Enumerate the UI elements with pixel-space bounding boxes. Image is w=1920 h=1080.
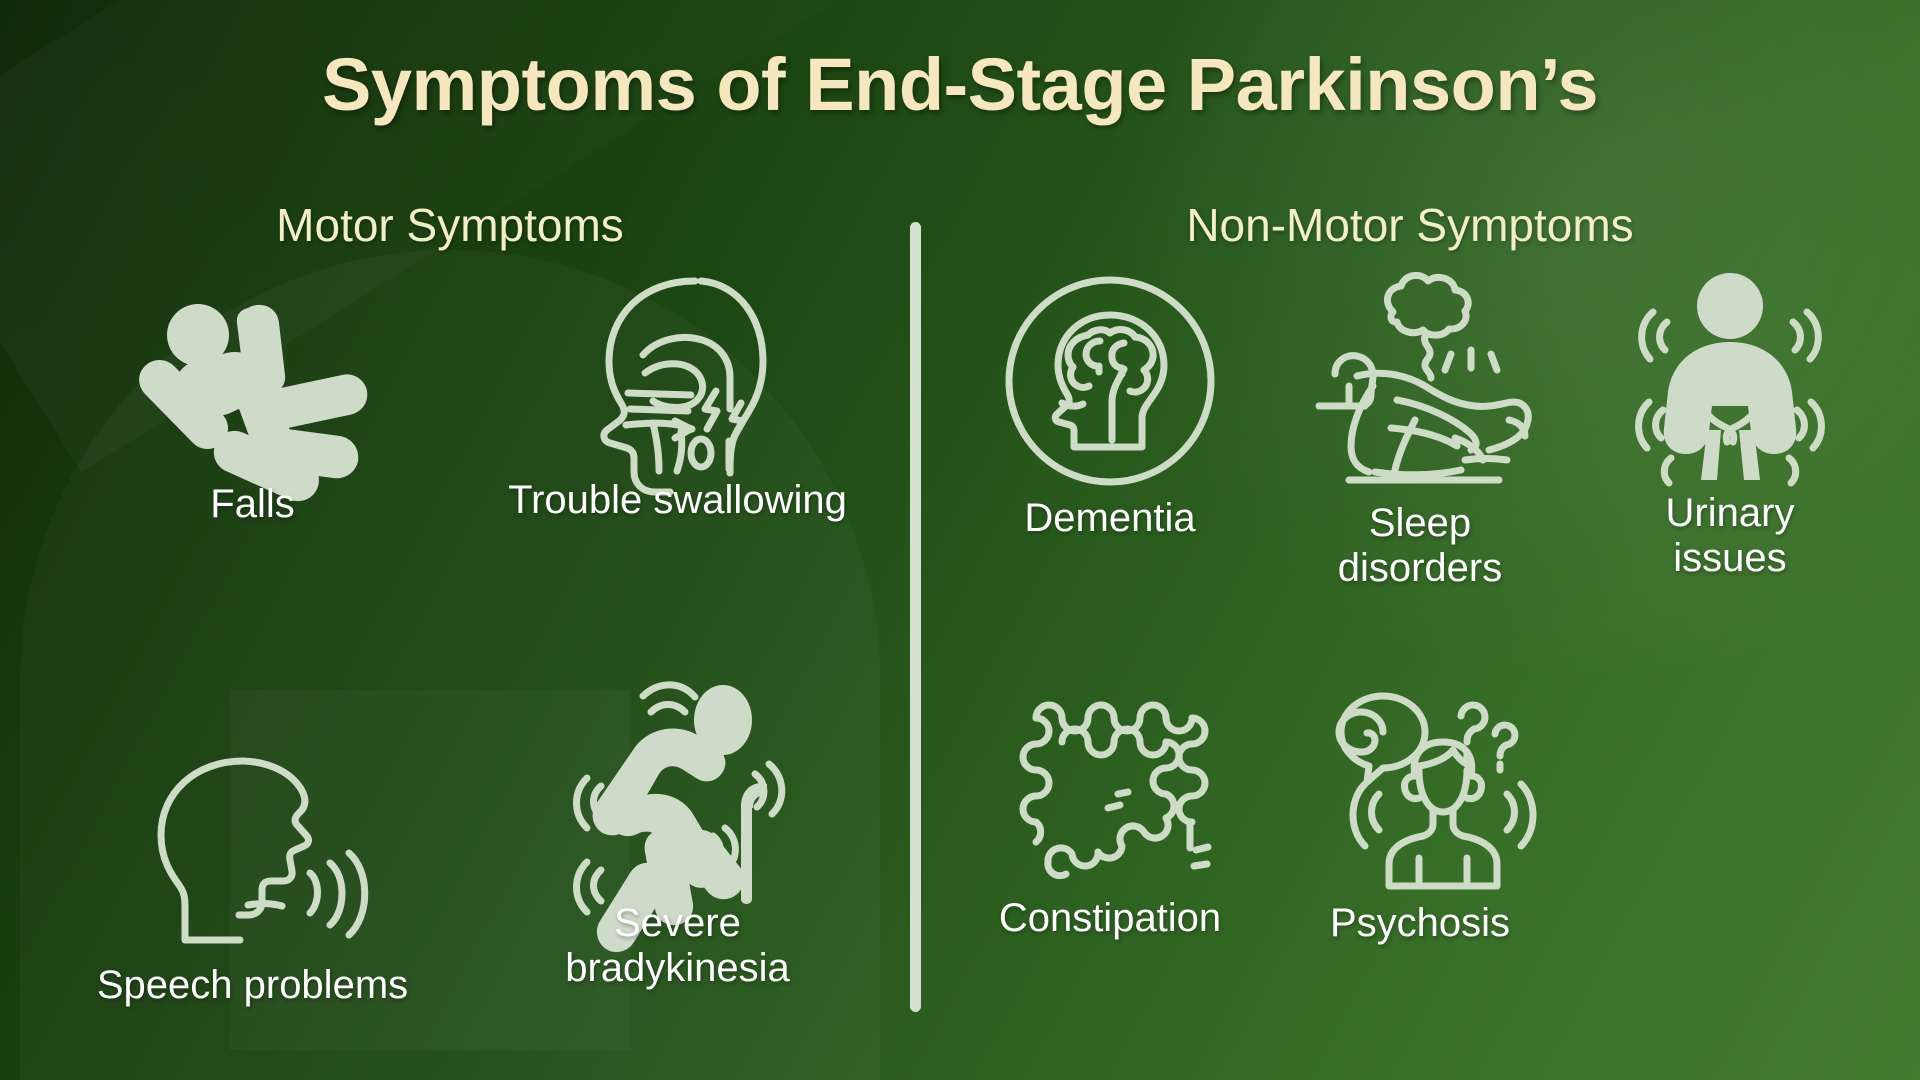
symptom-label: Trouble swallowing <box>508 478 847 522</box>
person-spiral-bubble-icon <box>1315 692 1537 893</box>
symptom-label: Sleep disorders <box>1337 501 1503 590</box>
symptom-label: Speech problems <box>96 963 409 1008</box>
page-title: Symptoms of End-Stage Parkinson’s <box>321 43 1599 126</box>
symptom-item-trouble-swallowing: Trouble swallowing <box>465 268 890 638</box>
symptom-item-speech-problems: Speech problems <box>40 638 465 1008</box>
symptom-item-dementia: Dementia <box>955 268 1265 638</box>
symptom-item-falls: Falls <box>40 268 465 638</box>
non-motor-symptom-grid: Dementia <box>955 268 1885 1008</box>
symptom-item-sleep-disorders: Sleep disorders <box>1265 268 1575 638</box>
symptom-item-psychosis: Psychosis <box>1265 638 1575 1008</box>
symptom-item-urinary-issues: Urinary issues <box>1575 268 1885 638</box>
symptom-label: Severe bradykinesia <box>565 901 790 990</box>
person-urgency-icon <box>1633 268 1828 486</box>
brain-question-head-circle-icon <box>1004 273 1216 488</box>
symptom-label: Constipation <box>998 896 1222 940</box>
motor-column-header: Motor Symptoms <box>276 199 624 251</box>
head-swallowing-icon <box>583 268 773 496</box>
column-divider <box>910 222 921 1012</box>
symptom-item-severe-bradykinesia: Severe bradykinesia <box>465 638 890 1008</box>
symptom-item-constipation: Constipation <box>955 638 1265 1008</box>
stooped-person-cane-icon <box>572 678 785 953</box>
motor-symptom-grid: Falls <box>40 268 890 1008</box>
insomnia-person-bed-icon <box>1305 271 1535 493</box>
non-motor-column-header: Non-Motor Symptoms <box>1186 199 1634 251</box>
intestines-icon <box>1010 688 1212 888</box>
head-speaking-icon <box>145 745 369 955</box>
symptom-label: Psychosis <box>1329 901 1511 945</box>
symptom-label: Falls <box>210 482 295 526</box>
falling-person-icon <box>128 278 378 502</box>
symptom-label: Dementia <box>1024 496 1196 540</box>
symptom-label: Urinary issues <box>1665 491 1795 580</box>
